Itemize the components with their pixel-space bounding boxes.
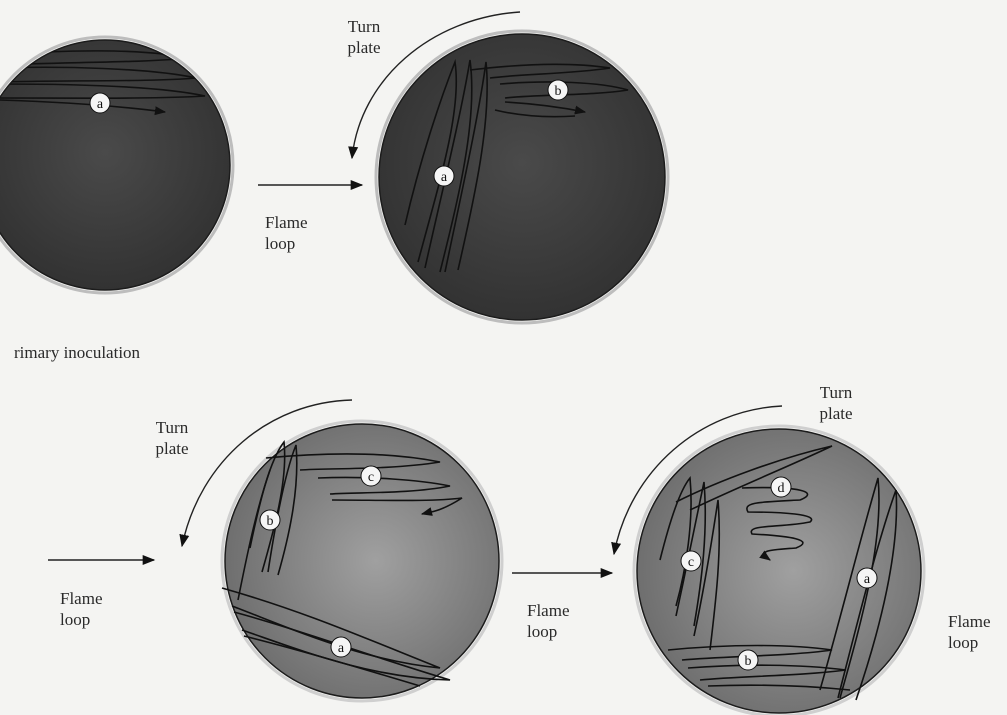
- svg-text:d: d: [778, 481, 785, 496]
- flame-loop-label-2: Flame loop: [60, 588, 130, 630]
- marker-b-plate4: b: [738, 650, 758, 670]
- flame-loop-label-1: Flame loop: [265, 212, 335, 254]
- turn-plate-label-1: Turn plate: [334, 16, 394, 58]
- svg-text:c: c: [688, 555, 694, 570]
- plate-3: a b c: [222, 421, 502, 701]
- flame-loop-label-3: Flame loop: [527, 600, 597, 642]
- marker-c-plate3: c: [361, 466, 381, 486]
- svg-text:a: a: [338, 641, 345, 656]
- plate-2: a b: [376, 31, 668, 323]
- svg-text:b: b: [745, 654, 752, 669]
- plate-primary: a: [0, 37, 233, 293]
- marker-b-plate2: b: [548, 80, 568, 100]
- marker-d-plate4: d: [771, 477, 791, 497]
- marker-a-plate3: a: [331, 637, 351, 657]
- svg-text:b: b: [267, 514, 274, 529]
- marker-b-plate3: b: [260, 510, 280, 530]
- svg-text:a: a: [97, 97, 104, 112]
- turn-plate-label-3: Turn plate: [806, 382, 866, 424]
- marker-a-plate4: a: [857, 568, 877, 588]
- marker-a-plate1: a: [90, 93, 110, 113]
- plate-4: a b c d: [634, 426, 924, 715]
- svg-text:a: a: [864, 572, 871, 587]
- primary-inoculation-label: rimary inoculation: [14, 342, 214, 363]
- marker-a-plate2: a: [434, 166, 454, 186]
- flame-loop-label-4: Flame loop: [948, 611, 1006, 653]
- svg-text:b: b: [555, 84, 562, 99]
- svg-text:a: a: [441, 170, 448, 185]
- marker-c-plate4: c: [681, 551, 701, 571]
- turn-plate-label-2: Turn plate: [142, 417, 202, 459]
- svg-text:c: c: [368, 470, 374, 485]
